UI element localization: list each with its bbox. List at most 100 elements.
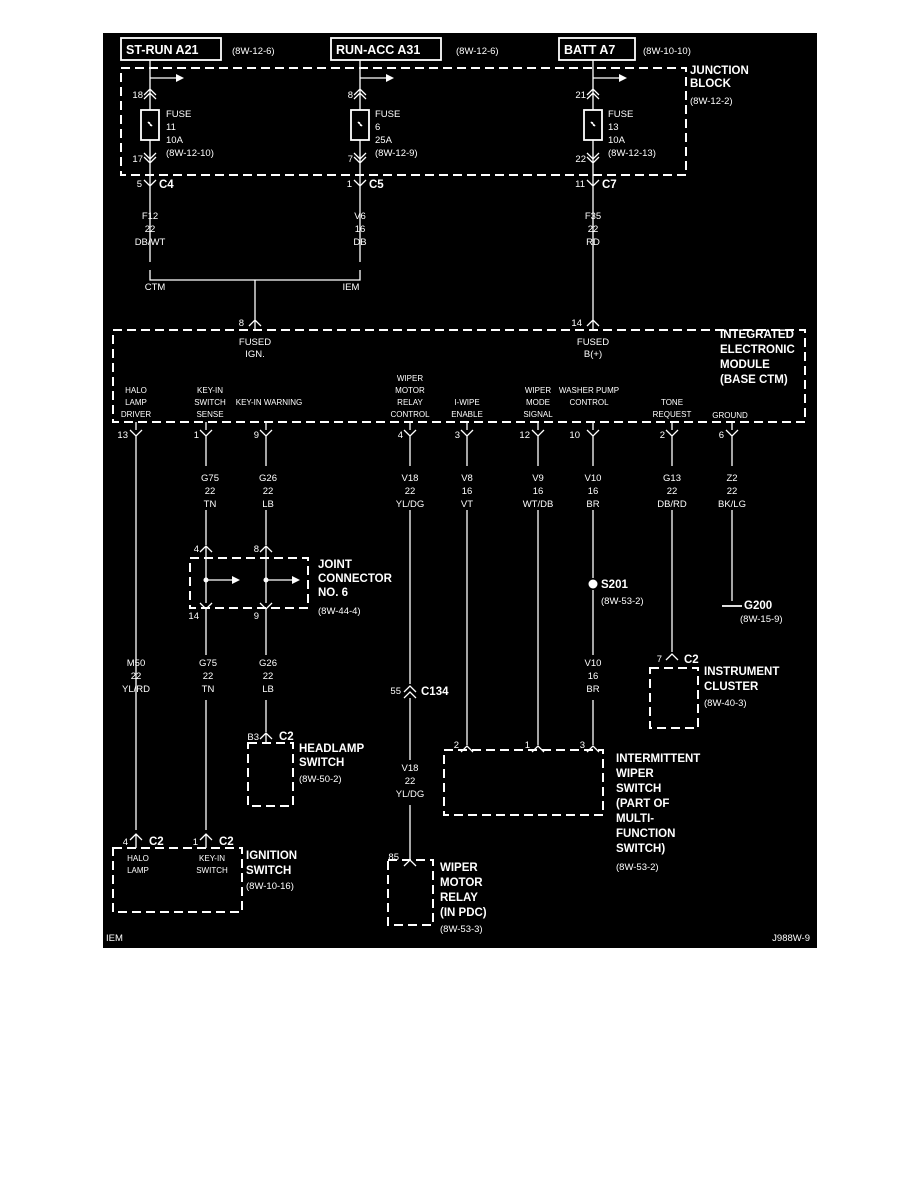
- source-batt: BATT A7: [564, 43, 615, 57]
- wire-color: DB/WT: [135, 237, 166, 248]
- ignition-pin-keyin: 1: [193, 837, 198, 848]
- module-pin-number: 12: [519, 430, 530, 441]
- wire-id: F12: [142, 211, 158, 222]
- module-pin-number: 13: [117, 430, 128, 441]
- joint-pin-out: 14: [188, 611, 199, 622]
- footer-right: J988W-9: [772, 933, 810, 944]
- fuse-3-body: [583, 109, 603, 141]
- connector-pin: 1: [347, 179, 352, 190]
- fuse-rating: 10A: [166, 135, 184, 146]
- ignition-ref: (8W-10-16): [246, 881, 294, 892]
- wiper-switch-pin: 3: [580, 740, 585, 751]
- wire-id: V9: [532, 473, 544, 484]
- splice-dot: [588, 579, 598, 589]
- module-wire-relay-control: [403, 422, 417, 860]
- wire-color: BR: [586, 499, 599, 510]
- wire-gauge: 22: [205, 486, 216, 497]
- connector-pin: 11: [575, 179, 585, 190]
- wire-color: YL/RD: [122, 684, 150, 695]
- split-bracket: [149, 186, 361, 330]
- arrow-right-icon: [292, 576, 300, 584]
- fuse-pin-out: 22: [575, 154, 586, 165]
- wiper-switch-ref: (8W-53-2): [616, 862, 659, 873]
- wire-color: BK/LG: [718, 499, 746, 510]
- module-pin-number: 4: [398, 430, 403, 441]
- fuse-pin-out: 7: [348, 154, 353, 165]
- wire-gauge: 22: [145, 224, 156, 235]
- wire-color: VT: [461, 499, 473, 510]
- wire-gauge: 16: [462, 486, 473, 497]
- fuse-2-body: [350, 109, 370, 141]
- headlamp-switch-outline: [247, 742, 294, 807]
- fuse-pin-in: 21: [575, 90, 586, 101]
- arrow-right-icon: [386, 74, 394, 82]
- source-frame-run-acc: [330, 37, 442, 61]
- wire-gauge: 22: [131, 671, 142, 682]
- headlamp-ref: (8W-50-2): [299, 774, 342, 785]
- joint-pin-out: 9: [254, 611, 259, 622]
- c134-connector: C134: [421, 686, 449, 698]
- module-wire-washer: [586, 422, 600, 753]
- wire-gauge: 22: [588, 224, 599, 235]
- fuse-label: FUSE: [166, 109, 191, 120]
- source-st-run-ref: (8W-12-6): [232, 46, 275, 57]
- fuse-pin-in: 8: [348, 90, 353, 101]
- connector-name: C7: [602, 179, 617, 191]
- wire-color: LB: [262, 684, 274, 695]
- module-pin-label: GROUND: [712, 411, 748, 420]
- source-st-run: ST-RUN A21: [126, 43, 199, 57]
- fuse-label: FUSE: [608, 109, 633, 120]
- wire-id: Z2: [726, 473, 737, 484]
- joint-dot: [203, 577, 209, 583]
- wire-color: DB/RD: [657, 499, 687, 510]
- wire-color: YL/DG: [396, 499, 425, 510]
- junction-block-ref: (8W-12-2): [690, 96, 733, 107]
- ground-ref: (8W-15-9): [740, 614, 783, 625]
- fuse-pin-in: 18: [132, 90, 143, 101]
- wire-gauge: 22: [667, 486, 678, 497]
- joint-pin-in: 4: [194, 544, 199, 555]
- fuse-number: 13: [608, 122, 619, 133]
- cluster-ref: (8W-40-3): [704, 698, 747, 709]
- source-batt-ref: (8W-10-10): [643, 46, 691, 57]
- module-pin-number: 3: [455, 430, 460, 441]
- wire-color: RD: [586, 237, 600, 248]
- wire-color: DB: [353, 237, 366, 248]
- wire-id: V18: [402, 763, 419, 774]
- joint-pin-in: 8: [254, 544, 259, 555]
- wire-color: LB: [262, 499, 274, 510]
- fuse-number: 11: [166, 122, 176, 133]
- wire-id: V18: [402, 473, 419, 484]
- footer-left: IEM: [106, 933, 123, 944]
- ground-name: G200: [744, 600, 772, 612]
- wire-gauge: 16: [588, 486, 599, 497]
- module-pin-number: 2: [660, 430, 665, 441]
- wire-gauge: 22: [405, 776, 416, 787]
- module-pin-number: 6: [719, 430, 724, 441]
- arrow-right-icon: [619, 74, 627, 82]
- wire-id: G75: [201, 473, 219, 484]
- wire-gauge: 22: [203, 671, 214, 682]
- schematic-panel: [103, 33, 817, 948]
- ignition-switch-outline: [112, 847, 243, 913]
- ignition-connector-halo: C2: [149, 836, 164, 848]
- source-frame-batt: [558, 37, 636, 61]
- wire-gauge: 16: [533, 486, 544, 497]
- connector-pin: 5: [137, 179, 142, 190]
- split-iem: IEM: [343, 282, 360, 293]
- relay-ref: (8W-53-3): [440, 924, 483, 935]
- wire-color: WT/DB: [523, 499, 554, 510]
